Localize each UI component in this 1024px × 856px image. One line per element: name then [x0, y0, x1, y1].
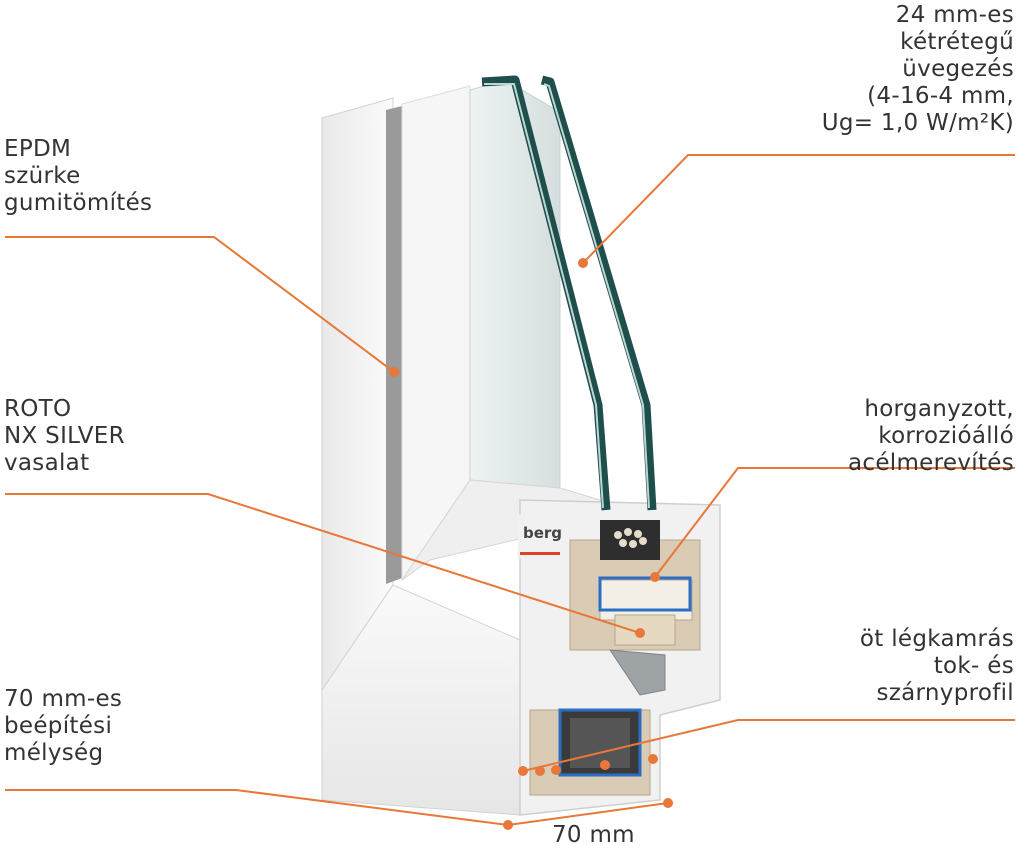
leader-dots — [389, 258, 660, 776]
label-dimension-text: 70 mm — [552, 822, 635, 848]
label-depth-line-3: mélység — [4, 740, 104, 766]
glass-pane — [469, 79, 561, 489]
label-steel-line-1: horganyzott, — [864, 396, 1014, 422]
glass-pane-outer — [481, 75, 611, 511]
label-glazing: 24 mm-es kétrétegű üvegezés (4-16-4 mm, … — [822, 2, 1014, 137]
label-epdm: EPDM szürke gumitömítés — [4, 136, 152, 217]
leader-epdm — [5, 236, 395, 373]
dot-chamber-5 — [648, 754, 658, 764]
label-epdm-line-2: szürke — [4, 163, 81, 189]
label-steel-line-2: korrozióálló — [878, 423, 1014, 449]
label-roto: ROTO NX SILVER vasalat — [4, 396, 125, 477]
label-roto-line-1: ROTO — [4, 396, 72, 422]
leader-roto — [5, 493, 641, 634]
label-glazing-line-3: üvegezés — [902, 56, 1014, 82]
leader-chambers — [522, 719, 1015, 772]
dot-epdm — [389, 367, 399, 377]
label-glazing-line-2: kétrétegű — [900, 29, 1014, 55]
dot-chamber-2 — [535, 766, 545, 776]
epdm-seal-strip — [386, 106, 402, 584]
label-glazing-line-4: (4-16-4 mm, — [867, 83, 1014, 109]
dot-steel — [650, 572, 660, 582]
berg-logo: berg — [518, 515, 564, 559]
label-chambers: öt légkamrás tok- és szárnyprofil — [860, 626, 1014, 707]
leader-steel — [654, 467, 1015, 578]
leader-depth — [5, 789, 509, 826]
label-chambers-line-1: öt légkamrás — [859, 626, 1014, 652]
label-glazing-line-5: Ug= 1,0 W/m²K) — [821, 110, 1014, 136]
label-depth: 70 mm-es beépítési mélység — [4, 686, 122, 767]
dot-chamber-1 — [518, 766, 528, 776]
label-depth-line-1: 70 mm-es — [4, 686, 123, 712]
label-dimension: 70 mm — [552, 822, 635, 849]
glass-pane-inner — [540, 75, 657, 511]
dot-chamber-4 — [600, 760, 610, 770]
label-epdm-line-3: gumitömítés — [4, 190, 153, 216]
label-steel-line-3: acélmerevítés — [848, 450, 1014, 476]
leader-glazing — [582, 154, 1015, 264]
label-roto-line-2: NX SILVER — [4, 423, 125, 449]
label-steel: horganyzott, korrozióálló acélmerevítés — [848, 396, 1014, 477]
label-roto-line-3: vasalat — [4, 450, 90, 476]
dimension-line — [503, 798, 673, 830]
dot-chamber-3 — [551, 765, 561, 775]
leader-lines — [5, 154, 1015, 826]
label-chambers-line-3: szárnyprofil — [876, 680, 1014, 706]
label-epdm-line-1: EPDM — [4, 136, 72, 162]
label-depth-line-2: beépítési — [4, 713, 113, 739]
label-chambers-line-2: tok- és — [933, 653, 1014, 679]
dot-roto — [635, 628, 645, 638]
dot-glazing — [578, 258, 588, 268]
double-glazing — [481, 75, 657, 511]
logo-text: berg — [523, 524, 562, 542]
label-glazing-line-1: 24 mm-es — [895, 2, 1014, 28]
